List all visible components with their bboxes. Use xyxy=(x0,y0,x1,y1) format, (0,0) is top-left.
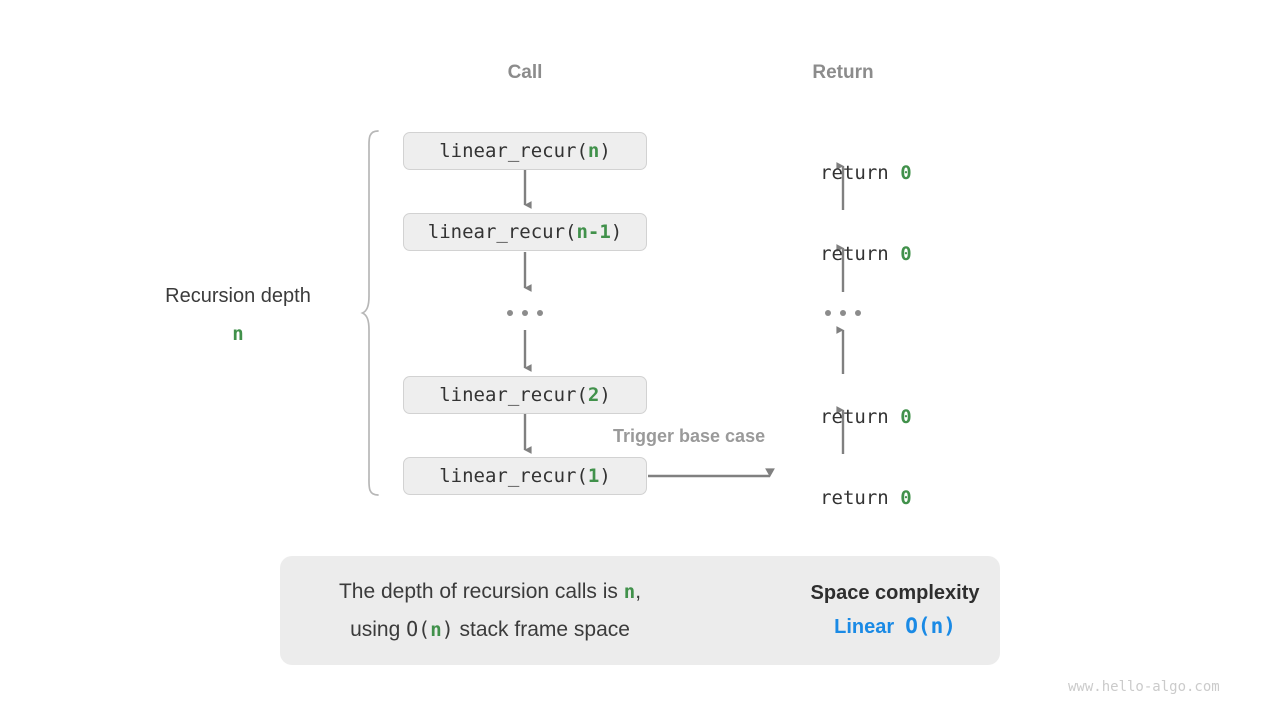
call-frame-text: linear_recur( xyxy=(427,221,577,243)
column-header-return: Return xyxy=(812,62,874,83)
call-frame-suffix: ) xyxy=(599,140,611,162)
dot xyxy=(825,310,831,316)
n-token: n xyxy=(430,618,442,641)
column-header-call: Call xyxy=(507,62,543,83)
return-column-ellipsis xyxy=(825,310,861,316)
big-o-close: ) xyxy=(441,616,454,641)
summary-description: The depth of recursion calls is n, using… xyxy=(280,573,700,649)
call-frame-arg: 2 xyxy=(587,384,600,406)
summary-line-1: The depth of recursion calls is n, xyxy=(338,579,642,603)
summary-line-2: using O(n) stack frame space xyxy=(350,616,630,641)
n-token: n xyxy=(623,580,636,603)
return-value: 0 xyxy=(900,487,912,509)
return-value-1: return 0 xyxy=(774,221,912,287)
space-complexity-title: Space complexity xyxy=(810,582,980,604)
call-frame-4[interactable]: linear_recur(1) xyxy=(403,457,647,495)
call-frame-arg: 1 xyxy=(587,465,600,487)
summary-panel: The depth of recursion calls is n, using… xyxy=(280,556,1000,665)
return-value-0: return 0 xyxy=(774,140,912,206)
call-frame-suffix: ) xyxy=(599,465,611,487)
dot xyxy=(840,310,846,316)
complexity-bigo: O(n) xyxy=(905,614,956,638)
return-keyword: return xyxy=(820,162,901,184)
return-keyword: return xyxy=(820,406,901,428)
recursion-depth-brace xyxy=(360,130,379,496)
space-complexity-value: Linear O(n) xyxy=(790,610,1000,644)
recursion-depth-label: Recursion depth xyxy=(165,285,311,307)
call-frame-text: linear_recur( xyxy=(439,465,588,487)
return-value: 0 xyxy=(900,162,912,184)
trigger-base-case-label: Trigger base case xyxy=(613,426,766,446)
call-frame-text: linear_recur( xyxy=(439,384,588,406)
call-frame-3[interactable]: linear_recur(2) xyxy=(403,376,647,414)
return-keyword: return xyxy=(820,487,901,509)
return-value-3: return 0 xyxy=(774,384,912,450)
dot xyxy=(507,310,513,316)
call-frame-arg: n-1 xyxy=(576,221,611,243)
recursion-depth-value: n xyxy=(232,323,244,345)
summary-result: Space complexity Linear O(n) xyxy=(790,577,1000,644)
dot xyxy=(537,310,543,316)
call-column-ellipsis xyxy=(507,310,543,316)
dot xyxy=(522,310,528,316)
return-value-4: return 0 xyxy=(774,465,912,531)
return-value: 0 xyxy=(900,406,912,428)
complexity-word: Linear xyxy=(834,616,895,638)
return-value: 0 xyxy=(900,243,912,265)
watermark: www.hello-algo.com xyxy=(1068,679,1220,695)
call-frame-1[interactable]: linear_recur(n-1) xyxy=(403,213,647,251)
return-keyword: return xyxy=(820,243,901,265)
big-o-open: O( xyxy=(406,616,431,641)
call-frame-0[interactable]: linear_recur(n) xyxy=(403,132,647,170)
call-frame-suffix: ) xyxy=(599,384,611,406)
dot xyxy=(855,310,861,316)
call-frame-suffix: ) xyxy=(610,221,623,243)
call-frame-arg: n xyxy=(587,140,600,162)
call-frame-text: linear_recur( xyxy=(439,140,588,162)
